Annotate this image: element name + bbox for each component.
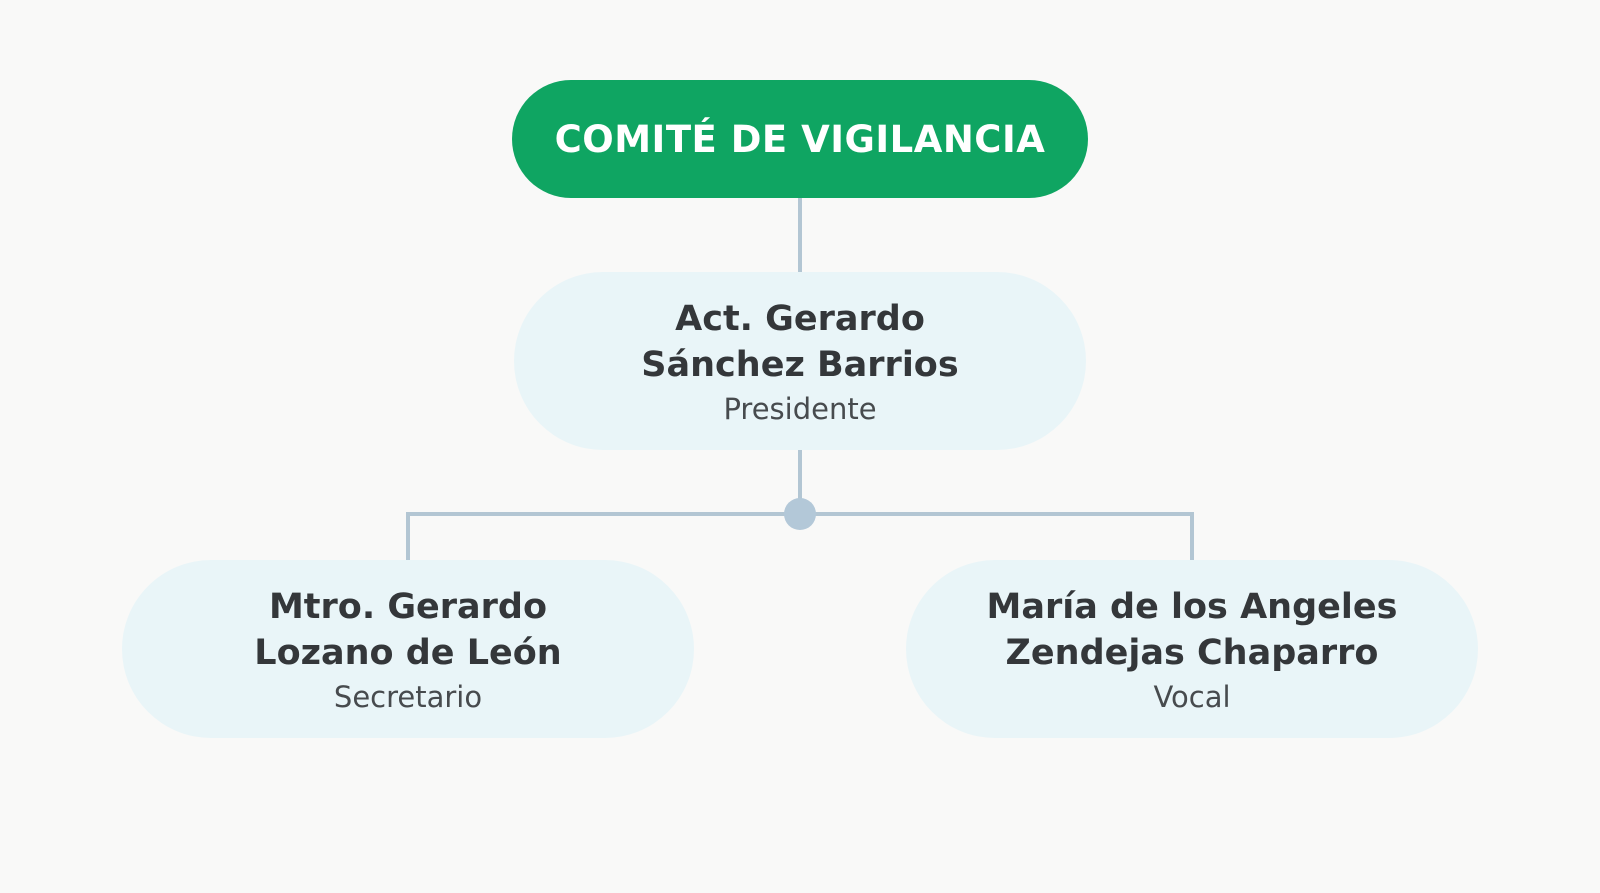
vocal-role: Vocal bbox=[1153, 680, 1231, 714]
connector-title-to-president bbox=[798, 198, 802, 272]
president-name: Act. Gerardo Sánchez Barrios bbox=[641, 299, 959, 385]
president-node: Act. Gerardo Sánchez Barrios Presidente bbox=[514, 272, 1086, 450]
connector-to-vocal bbox=[1190, 512, 1194, 560]
president-role: Presidente bbox=[723, 392, 877, 426]
connector-president-to-junction bbox=[798, 450, 802, 516]
vocal-node: María de los Angeles Zendejas Chaparro V… bbox=[906, 560, 1478, 738]
vocal-name: María de los Angeles Zendejas Chaparro bbox=[986, 587, 1398, 673]
secretary-node: Mtro. Gerardo Lozano de León Secretario bbox=[122, 560, 694, 738]
secretary-role: Secretario bbox=[333, 680, 483, 714]
connector-to-secretary bbox=[406, 512, 410, 560]
secretary-name: Mtro. Gerardo Lozano de León bbox=[254, 587, 562, 673]
committee-title: COMITÉ DE VIGILANCIA bbox=[512, 80, 1088, 198]
junction-dot bbox=[784, 498, 816, 530]
